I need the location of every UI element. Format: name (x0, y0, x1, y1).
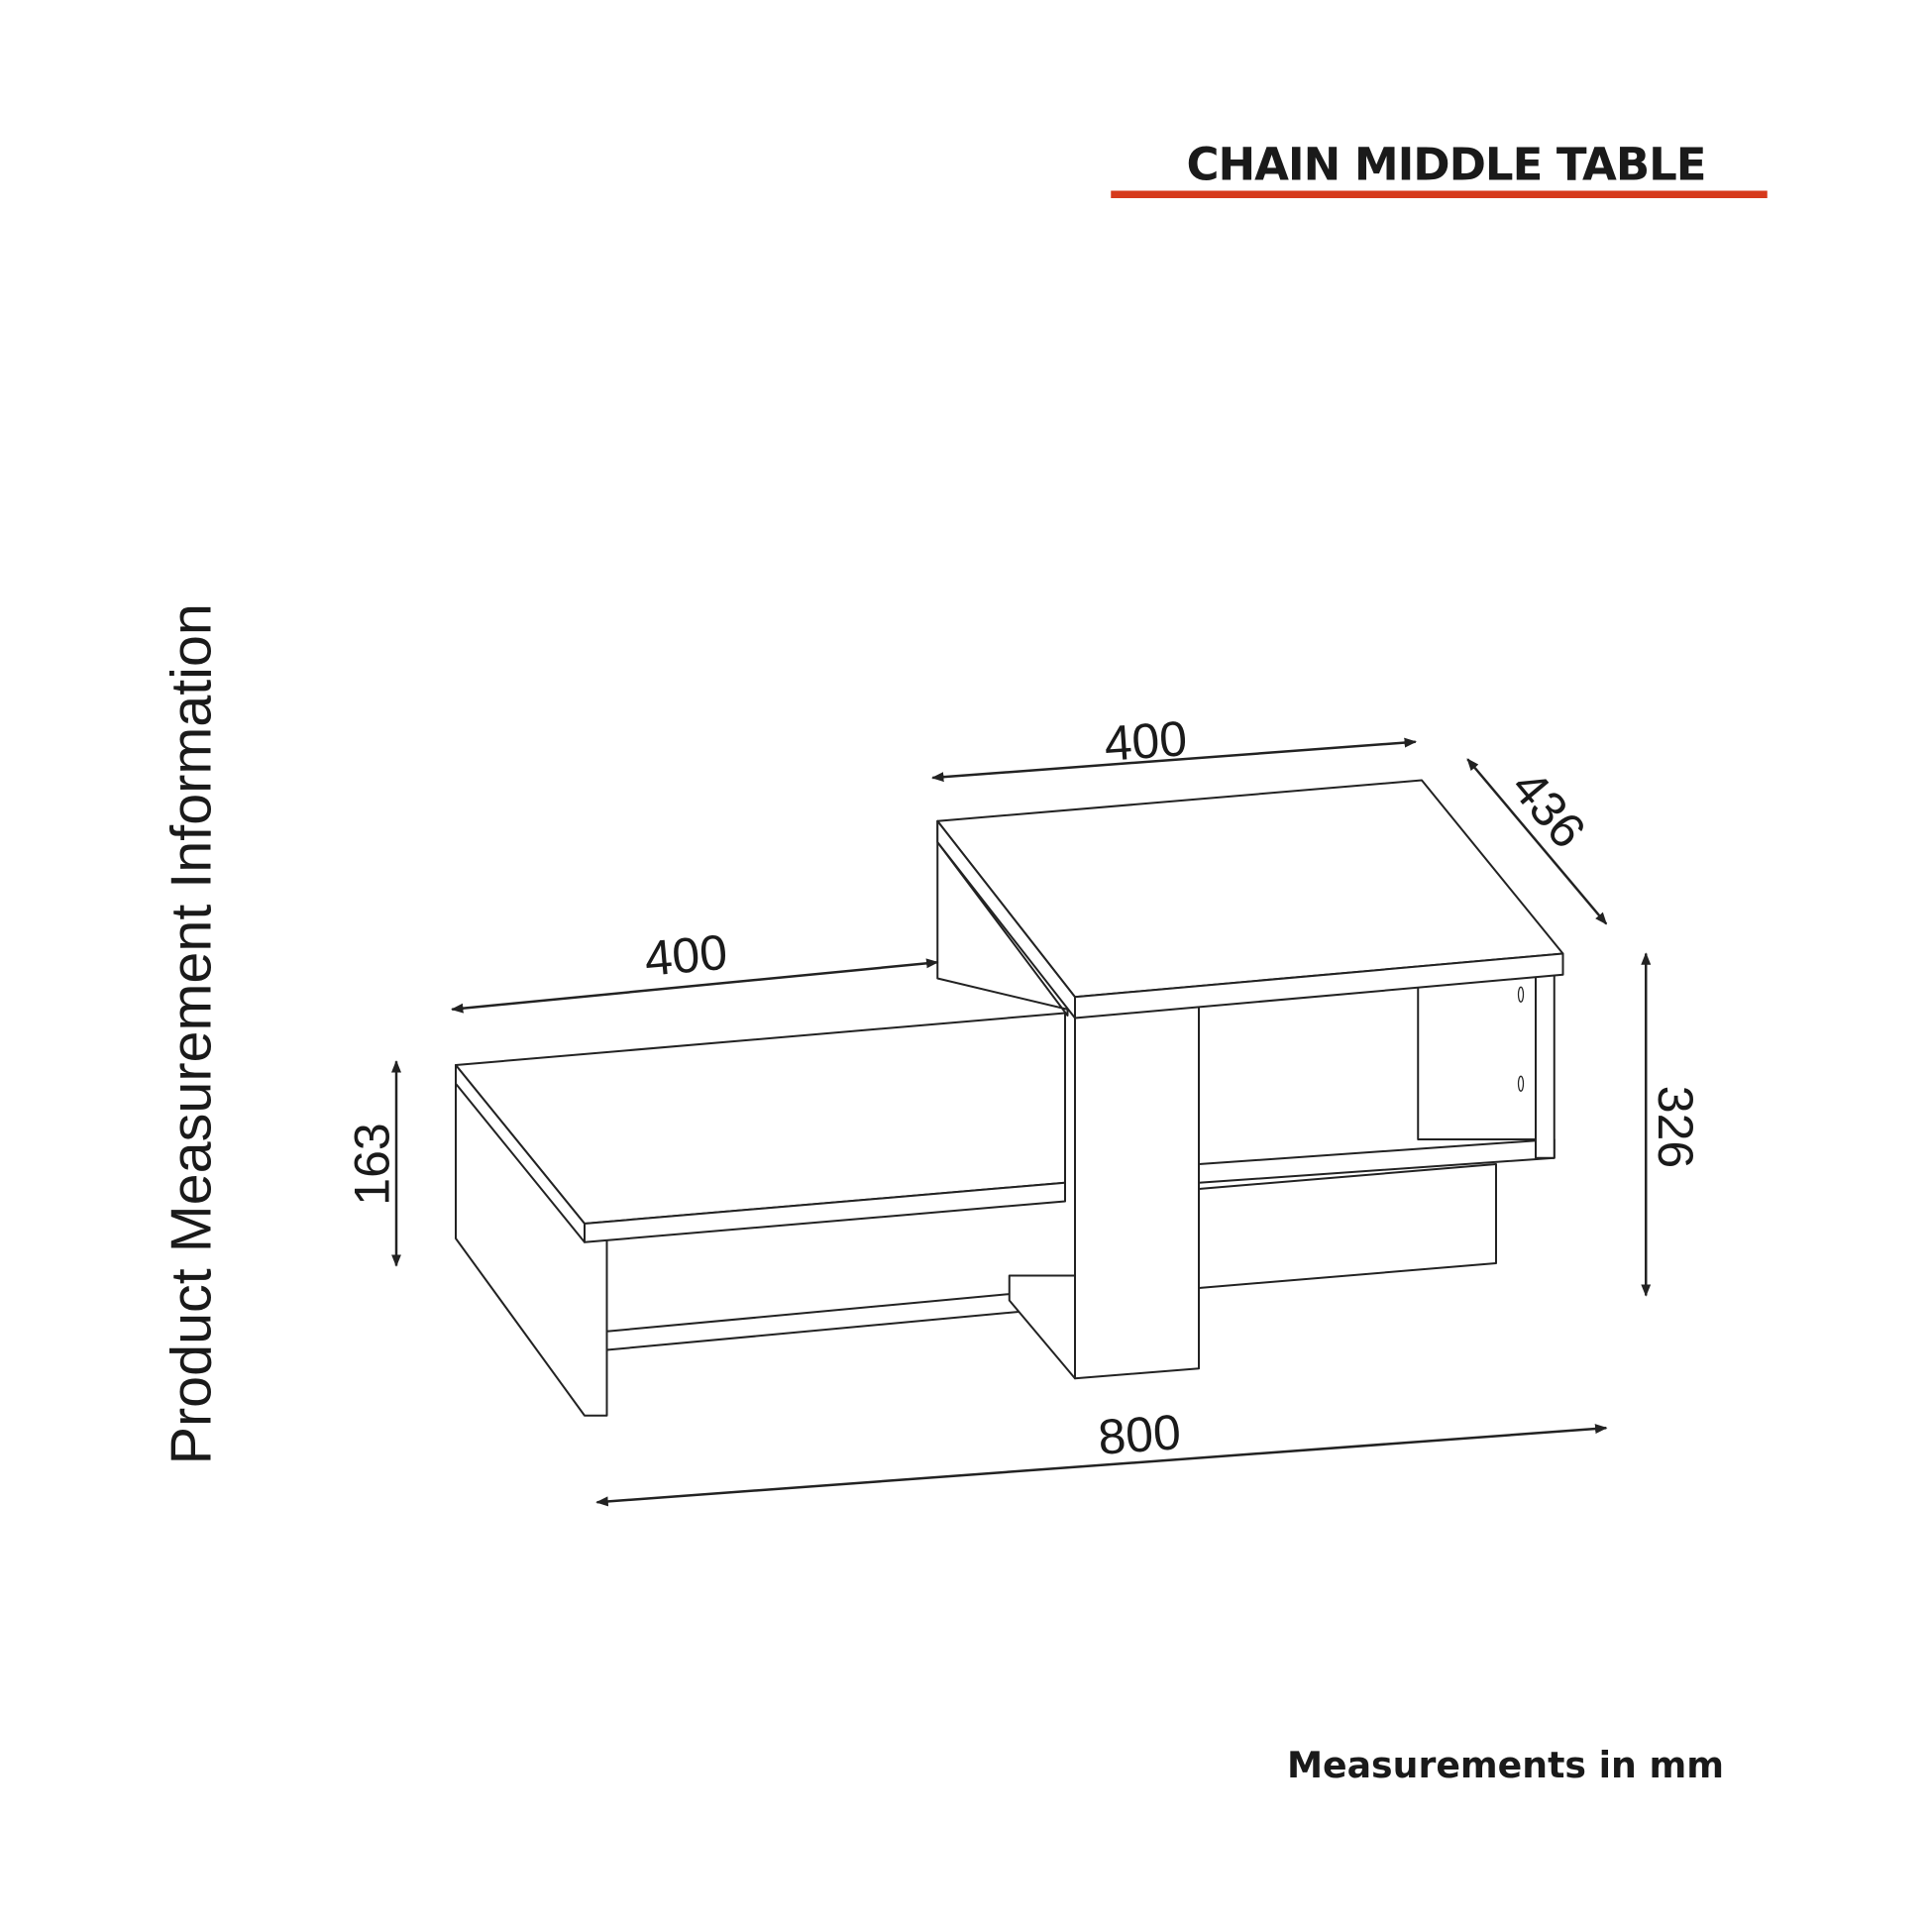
title-underline (1111, 190, 1768, 198)
dim-total-height: 326 (1648, 1086, 1703, 1168)
dim-arrow-lower-width (451, 958, 939, 1014)
side-caption: Product Measurement Information (161, 603, 224, 1464)
dim-arrow-depth (1466, 758, 1608, 925)
dim-lower-width: 400 (642, 924, 729, 987)
hole (1517, 986, 1525, 1003)
dim-upper-width: 400 (1103, 710, 1189, 772)
hole (1517, 1075, 1525, 1092)
back-panel (1198, 1163, 1497, 1289)
upper-top-edge-front (1074, 952, 1564, 1020)
dim-depth: 436 (1501, 760, 1597, 859)
dim-total-width: 800 (1096, 1404, 1182, 1465)
dim-lower-height: 163 (345, 1123, 400, 1205)
lower-top-edge-front (584, 1181, 1066, 1243)
center-leg (1074, 1005, 1200, 1380)
dim-arrow-upper-width (931, 737, 1417, 783)
right-panel (1535, 973, 1556, 1159)
table-drawing (455, 779, 1564, 1417)
lower-bottom-rail (605, 1287, 1076, 1351)
dim-arrow-total-width (595, 1424, 1608, 1507)
dimension-lines (391, 737, 1652, 1507)
foot-plate (1008, 1274, 1076, 1380)
footer-note: Measurements in mm (1287, 1744, 1724, 1786)
page-title: CHAIN MIDDLE TABLE (1187, 138, 1707, 190)
